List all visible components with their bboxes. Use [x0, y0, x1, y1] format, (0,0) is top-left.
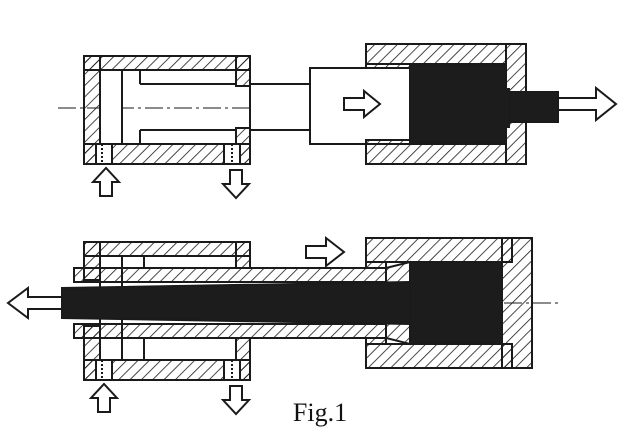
lower-outlet-arrow-icon	[220, 385, 252, 416]
upper-extrudate	[509, 91, 559, 123]
lower-container	[365, 237, 533, 369]
lower-output-arrow-icon	[6, 286, 63, 320]
lower-ram-arrow-icon	[305, 235, 346, 269]
upper-container	[365, 43, 559, 165]
figure-caption: Fig.1	[292, 398, 348, 427]
upper-outlet-arrow-icon	[220, 169, 252, 200]
upper-output-arrow-icon	[557, 85, 618, 123]
upper-piston	[99, 69, 123, 145]
upper-rod	[249, 83, 311, 131]
lower-billet	[409, 261, 503, 345]
upper-ram-arrow-icon	[343, 88, 382, 120]
upper-cylinder	[83, 55, 251, 165]
upper-inlet-arrow-icon	[90, 166, 122, 197]
lower-extrudate	[61, 280, 411, 326]
lower-die	[501, 237, 533, 369]
lower-assembly	[6, 235, 560, 416]
upper-assembly	[58, 43, 618, 200]
upper-billet	[409, 63, 507, 145]
lower-inlet-arrow-icon	[88, 382, 120, 413]
